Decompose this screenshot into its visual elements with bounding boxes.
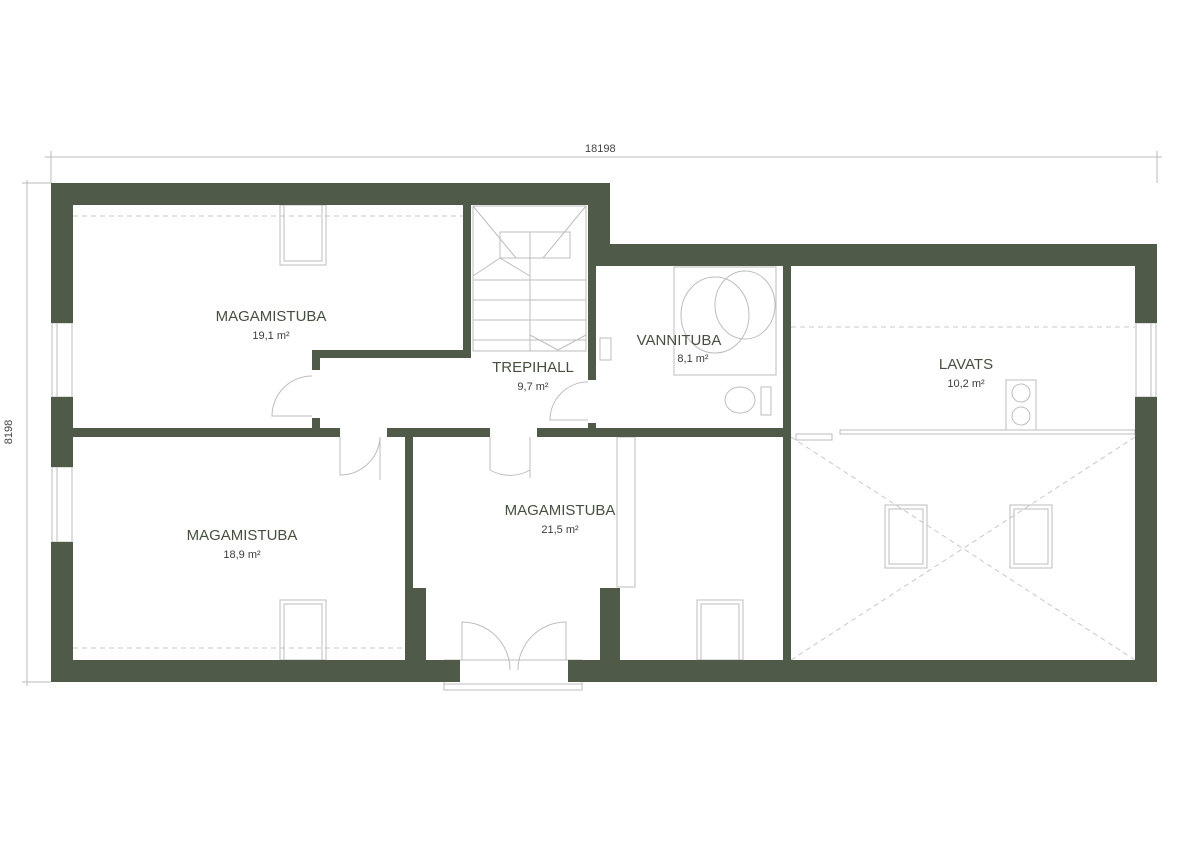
room-name-attic: LAVATS	[938, 356, 994, 373]
bathroom-fixtures	[599, 266, 1136, 588]
room-name-bedroom-1: MAGAMISTUBA	[215, 308, 327, 325]
room-area-bedroom-3: 21,5 m²	[541, 524, 579, 536]
room-area-attic: 10,2 m²	[947, 378, 985, 390]
walls	[51, 183, 1157, 682]
room-name-stair-hall: TREPIHALL	[492, 359, 574, 376]
roof-slope-lines	[73, 215, 1136, 661]
room-area-bedroom-2: 18,9 m²	[223, 549, 261, 561]
room-area-bedroom-1: 19,1 m²	[252, 330, 290, 342]
room-area-bathroom: 8,1 m²	[677, 353, 709, 365]
height-dimension: 8198	[3, 419, 16, 445]
width-dimension: 18198	[585, 143, 616, 155]
room-name-bedroom-3: MAGAMISTUBA	[504, 502, 616, 519]
dimension-lines	[22, 151, 1162, 686]
staircase	[472, 205, 587, 352]
room-name-bathroom: VANNITUBA	[636, 332, 722, 349]
room-name-bedroom-2: MAGAMISTUBA	[186, 527, 298, 544]
room-area-stair-hall: 9,7 m²	[517, 381, 549, 393]
